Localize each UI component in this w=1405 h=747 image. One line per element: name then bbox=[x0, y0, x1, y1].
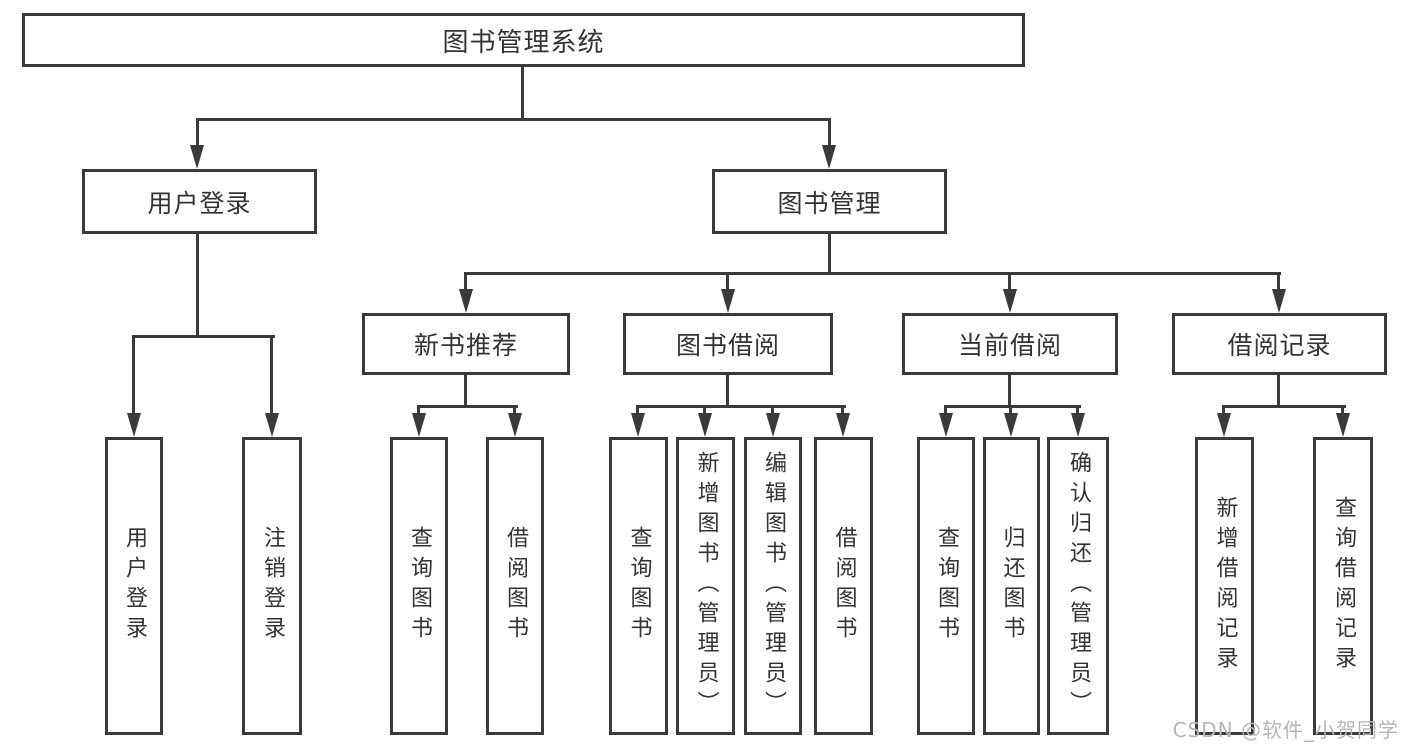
leaf-query-books-borrowing: 查询图书 bbox=[609, 437, 668, 735]
connector-vline bbox=[726, 272, 729, 289]
arrowhead-down-icon bbox=[190, 145, 204, 169]
connector-vline bbox=[1009, 405, 1012, 415]
node-book-management: 图书管理 bbox=[712, 169, 947, 234]
connector-hline bbox=[417, 405, 518, 408]
arrowhead-down-icon bbox=[412, 413, 426, 437]
arrowhead-down-icon bbox=[1272, 289, 1286, 313]
arrowhead-down-icon bbox=[265, 413, 279, 437]
arrowhead-down-icon bbox=[939, 413, 953, 437]
connector-vline bbox=[1008, 272, 1011, 289]
leaf-add-books-admin: 新增图书（管理员） bbox=[676, 437, 735, 735]
arrowhead-down-icon bbox=[766, 413, 780, 437]
csdn-watermark: CSDN @软件_小贺同学 bbox=[1172, 718, 1399, 742]
connector-vline bbox=[464, 272, 467, 289]
connector-hline bbox=[464, 272, 1281, 275]
connector-vline bbox=[513, 405, 516, 415]
connector-vline bbox=[703, 405, 706, 415]
arrowhead-down-icon bbox=[836, 413, 850, 437]
leaf-query-books-recommend: 查询图书 bbox=[390, 437, 448, 735]
connector-vline bbox=[132, 335, 135, 413]
connector-vline bbox=[828, 118, 831, 145]
arrowhead-down-icon bbox=[721, 289, 735, 313]
connector-vline bbox=[828, 234, 831, 275]
arrowhead-down-icon bbox=[1071, 413, 1085, 437]
connector-vline bbox=[726, 375, 729, 408]
node-book-borrowing: 图书借阅 bbox=[623, 313, 833, 375]
arrowhead-down-icon bbox=[631, 413, 645, 437]
connector-vline bbox=[464, 375, 467, 408]
node-borrowing-records: 借阅记录 bbox=[1172, 313, 1387, 375]
arrowhead-down-icon bbox=[459, 289, 473, 313]
connector-vline bbox=[270, 335, 273, 413]
arrowhead-down-icon bbox=[1217, 413, 1231, 437]
connector-vline bbox=[841, 405, 844, 415]
leaf-borrow-books: 借阅图书 bbox=[814, 437, 873, 735]
connector-vline bbox=[1277, 272, 1280, 289]
leaf-logout: 注销登录 bbox=[242, 437, 302, 735]
leaf-user-login: 用户登录 bbox=[105, 437, 163, 735]
connector-hline bbox=[944, 405, 1081, 408]
connector-vline bbox=[771, 405, 774, 415]
node-user-login: 用户登录 bbox=[82, 169, 317, 234]
connector-hline bbox=[196, 118, 831, 121]
leaf-confirm-return-admin: 确认归还（管理员） bbox=[1047, 437, 1109, 735]
arrowhead-down-icon bbox=[1004, 413, 1018, 437]
connector-vline bbox=[1076, 405, 1079, 415]
connector-vline bbox=[196, 118, 199, 145]
arrowhead-down-icon bbox=[1336, 413, 1350, 437]
node-root: 图书管理系统 bbox=[22, 13, 1025, 67]
arrowhead-down-icon bbox=[822, 145, 836, 169]
connector-hline bbox=[132, 335, 275, 338]
node-current-borrowing: 当前借阅 bbox=[902, 313, 1118, 375]
leaf-query-books-current: 查询图书 bbox=[917, 437, 975, 735]
leaf-query-borrow-record: 查询借阅记录 bbox=[1313, 437, 1373, 735]
connector-vline bbox=[1341, 405, 1344, 415]
connector-vline bbox=[1277, 375, 1280, 408]
connector-hline bbox=[636, 405, 846, 408]
connector-vline bbox=[944, 405, 947, 415]
leaf-return-books: 归还图书 bbox=[983, 437, 1040, 735]
arrowhead-down-icon bbox=[127, 413, 141, 437]
connector-vline bbox=[1222, 405, 1225, 415]
arrowhead-down-icon bbox=[1003, 289, 1017, 313]
leaf-edit-books-admin: 编辑图书（管理员） bbox=[744, 437, 802, 735]
connector-vline bbox=[196, 234, 199, 338]
connector-hline bbox=[1222, 405, 1346, 408]
arrowhead-down-icon bbox=[508, 413, 522, 437]
connector-vline bbox=[521, 67, 524, 118]
arrowhead-down-icon bbox=[698, 413, 712, 437]
connector-vline bbox=[417, 405, 420, 415]
connector-vline bbox=[1008, 375, 1011, 408]
leaf-add-borrow-record: 新增借阅记录 bbox=[1195, 437, 1254, 735]
node-new-book-recommendation: 新书推荐 bbox=[362, 313, 570, 375]
leaf-borrow-books-recommend: 借阅图书 bbox=[486, 437, 544, 735]
connector-vline bbox=[636, 405, 639, 415]
